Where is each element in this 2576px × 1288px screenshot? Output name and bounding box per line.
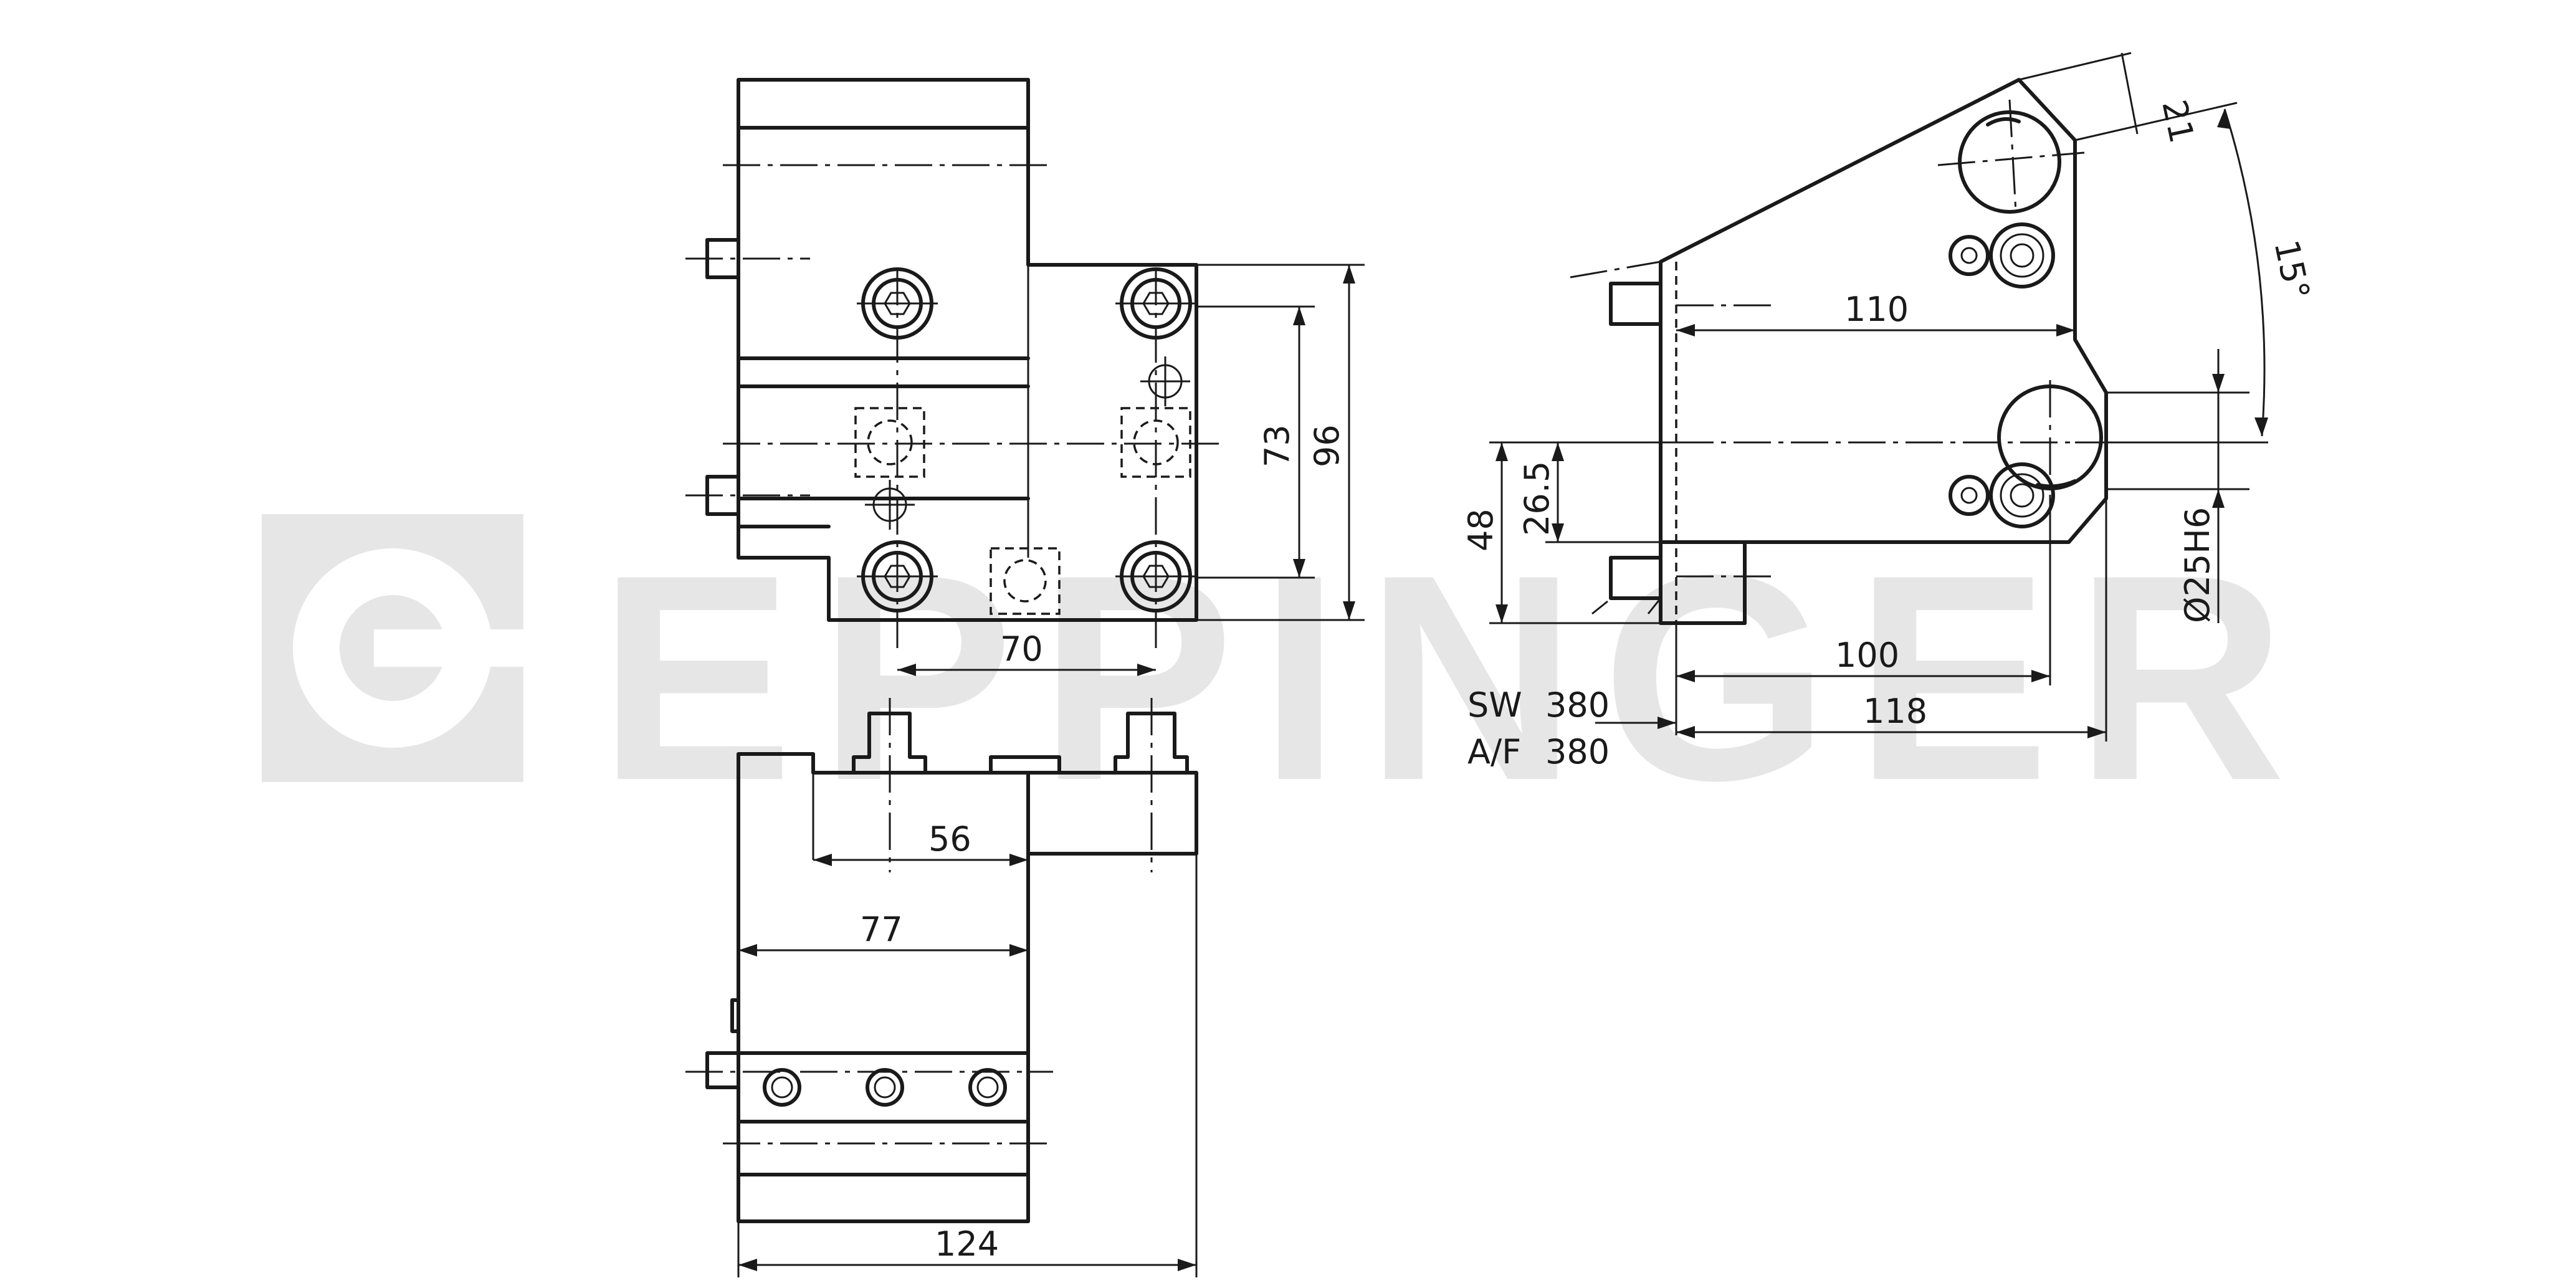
top-view: 56 77 124 (685, 698, 1198, 1277)
front-view: 73 96 70 (685, 78, 1365, 676)
dim-56: 56 (928, 819, 971, 859)
dim-124: 124 (935, 1224, 999, 1264)
screw-icon (968, 1068, 1007, 1107)
dim-110: 110 (1844, 290, 1909, 329)
watermark-text: EPPINGER (598, 514, 2311, 841)
screw-icon (857, 540, 938, 613)
dim-angle-15: 15° (2266, 237, 2317, 303)
af-label: A/F (1467, 732, 1521, 771)
dim-21: 21 (2154, 97, 2202, 146)
sw-label: SW (1467, 685, 1522, 725)
dim-96: 96 (1307, 424, 1347, 467)
dim-100: 100 (1835, 636, 1899, 675)
af-value: 380 (1545, 732, 1610, 771)
dim-70: 70 (1000, 629, 1043, 669)
dim-118: 118 (1863, 692, 1927, 731)
screw-icon (857, 267, 938, 340)
screw-icon (763, 1068, 801, 1107)
sw-value: 380 (1545, 685, 1610, 725)
screw-icon (1949, 222, 2055, 289)
dim-77: 77 (860, 910, 903, 949)
screw-icon (1115, 540, 1196, 613)
side-view: 110 26.5 48 100 118 Ø25H6 (1461, 52, 2317, 771)
screw-icon (1115, 267, 1196, 340)
dim-48: 48 (1461, 508, 1500, 551)
watermark: EPPINGER (262, 514, 2311, 841)
dim-73: 73 (1257, 424, 1297, 467)
screw-icon (1949, 462, 2055, 528)
screw-icon (866, 1068, 904, 1107)
dim-26-5: 26.5 (1517, 461, 1557, 536)
dim-bore-diameter: Ø25H6 (2178, 507, 2217, 623)
